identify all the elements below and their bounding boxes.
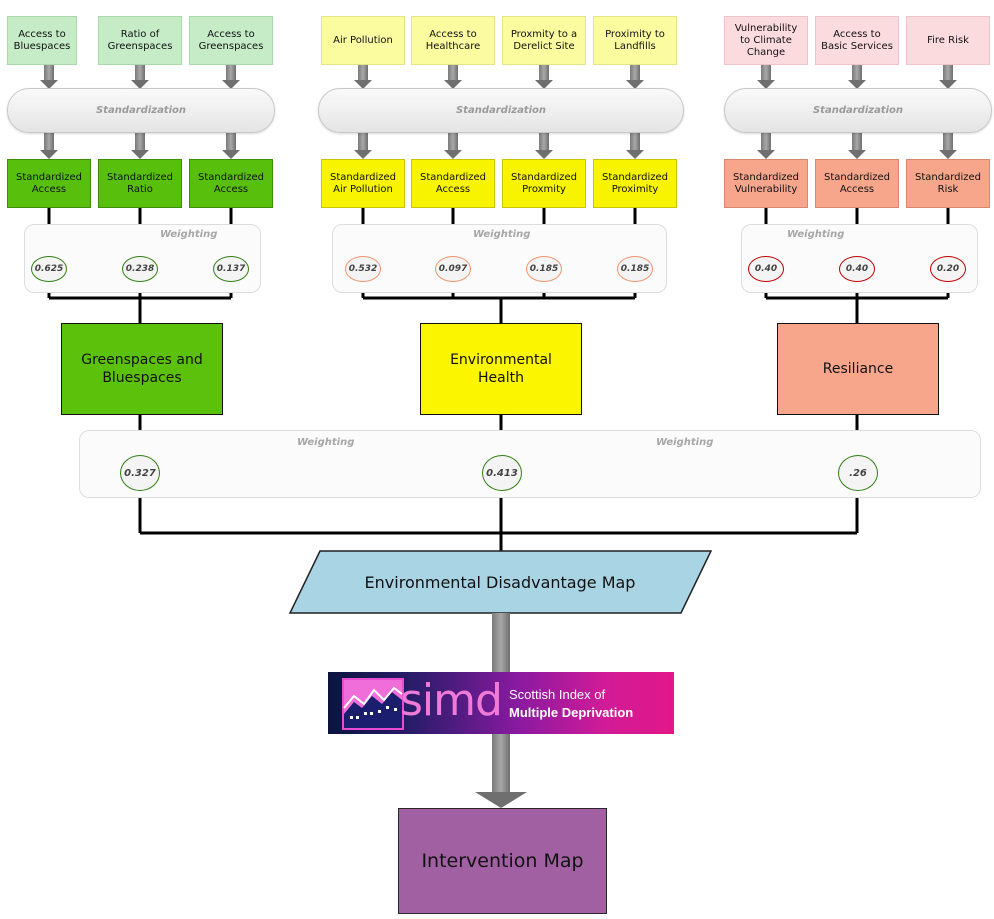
arrow-to-standardized-7-head [757,150,775,159]
weight-oval: 0.238 [122,256,158,282]
input-access-to-bluespaces: Access to Bluespaces [7,16,77,65]
input-proximity-to-landfills: Proximity to Landfills [593,16,677,65]
category-weight-oval: 0.413 [482,455,522,491]
arrow-to-standardized-7-shaft [761,131,771,151]
input-fire-risk: Fire Risk [906,16,990,65]
arrow-to-standardization-5-shaft [539,65,549,81]
input-access-to-greenspaces: Access to Greenspaces [189,16,273,65]
environmental-disadvantage-map: Environmental Disadvantage Map [364,572,636,592]
intervention-map: Intervention Map [398,808,607,914]
arrow-to-standardized-9-head [939,150,957,159]
weight-oval: 0.20 [930,256,966,282]
arrow-to-standardized-4-head [444,150,462,159]
simd-houses-logo [342,678,404,730]
standardized-proximity-landfills: Standardized Proximity [593,159,677,208]
weight-oval: 0.40 [748,256,784,282]
arrow-to-standardized-4-shaft [448,131,458,151]
standardized-vulnerability: Standardized Vulnerability [724,159,808,208]
arrow-to-standardized-6-head [626,150,644,159]
weight-oval: 0.532 [345,256,381,282]
weight-oval: 0.097 [435,256,471,282]
weighting-panel-yellow [332,224,667,293]
simd-title-line1: Scottish Index of [509,687,606,702]
standardized-air-pollution: Standardized Air Pollution [321,159,405,208]
arrow-to-standardization-6-head [626,80,644,89]
arrow-to-standardized-1-head [131,150,149,159]
arrow-to-standardized-9-shaft [943,131,953,151]
standardized-ratio: Standardized Ratio [98,159,182,208]
simd-wordmark: simd [400,675,503,726]
arrow-to-standardization-1-shaft [135,65,145,81]
input-proximity-to-derelict-site: Proxmity to a Derelict Site [502,16,586,65]
category-resiliance: Resiliance [777,323,939,415]
standardization-pill-yellow: Standardization [318,88,684,133]
weighting-title-categories-right: Weighting [656,437,714,448]
arrow-to-standardization-4-shaft [448,65,458,81]
standardized-access-healthcare: Standardized Access [411,159,495,208]
arrow-to-standardized-6-shaft [630,131,640,151]
arrow-to-standardization-2-head [222,80,240,89]
arrow-to-standardized-5-head [535,150,553,159]
arrow-to-standardization-9-head [939,80,957,89]
standardized-access-bluespaces: Standardized Access [7,159,91,208]
weight-oval: 0.185 [617,256,653,282]
arrow-to-standardized-2-head [222,150,240,159]
arrow-to-standardized-8-head [848,150,866,159]
input-access-to-basic-services: Access to Basic Services [815,16,899,65]
standardization-pill-green: Standardization [7,88,275,133]
standardized-access-basic-services: Standardized Access [815,159,899,208]
input-vulnerability-to-climate-change: Vulnerability to Climate Change [724,16,808,65]
simd-title-line2: Multiple Deprivation [509,705,634,720]
arrow-to-standardized-3-shaft [358,131,368,151]
disadvantage-map-shape [288,550,713,614]
standardized-risk: Standardized Risk [906,159,990,208]
weighting-panel-categories [79,430,981,498]
weighting-title-pink: Weighting [787,229,845,240]
arrow-to-standardization-2-shaft [226,65,236,81]
weighting-title-green: Weighting [160,229,218,240]
category-environmental-health: Environmental Health [420,323,582,415]
weight-oval: 0.625 [31,256,67,282]
arrow-to-standardized-8-shaft [852,131,862,151]
arrow-to-standardization-0-head [40,80,58,89]
arrow-to-standardized-0-shaft [44,131,54,151]
weight-oval: 0.40 [839,256,875,282]
standardization-pill-pink: Standardization [724,88,992,133]
simd-banner: simd Scottish Index of Multiple Deprivat… [328,672,674,734]
arrow-to-standardization-8-shaft [852,65,862,81]
category-weight-oval: .26 [838,455,878,491]
weight-oval: 0.185 [526,256,562,282]
arrow-to-standardization-8-head [848,80,866,89]
arrow-to-standardized-3-head [354,150,372,159]
weighting-title-categories-left: Weighting [297,437,355,448]
standardized-access-greenspaces: Standardized Access [189,159,273,208]
arrow-to-standardized-5-shaft [539,131,549,151]
weighting-title-yellow: Weighting [473,229,531,240]
input-ratio-of-greenspaces: Ratio of Greenspaces [98,16,182,65]
arrow-to-standardization-5-head [535,80,553,89]
category-greenspaces-bluespaces: Greenspaces and Bluespaces [61,323,223,415]
arrow-to-standardization-3-head [354,80,372,89]
arrow-to-standardization-9-shaft [943,65,953,81]
arrow-to-standardization-3-shaft [358,65,368,81]
arrow-to-standardized-2-shaft [226,131,236,151]
standardized-proximity-derelict: Standardized Proxmity [502,159,586,208]
arrow-to-standardization-7-shaft [761,65,771,81]
input-access-to-healthcare: Access to Healthcare [411,16,495,65]
category-weight-oval: 0.327 [120,455,160,491]
arrow-to-standardized-1-shaft [135,131,145,151]
arrow-to-standardization-7-head [757,80,775,89]
arrow-to-standardization-6-shaft [630,65,640,81]
arrow-to-standardization-0-shaft [44,65,54,81]
weight-oval: 0.137 [213,256,249,282]
arrow-to-standardization-1-head [131,80,149,89]
arrow-to-standardization-4-head [444,80,462,89]
input-air-pollution: Air Pollution [321,16,405,65]
arrow-to-standardized-0-head [40,150,58,159]
